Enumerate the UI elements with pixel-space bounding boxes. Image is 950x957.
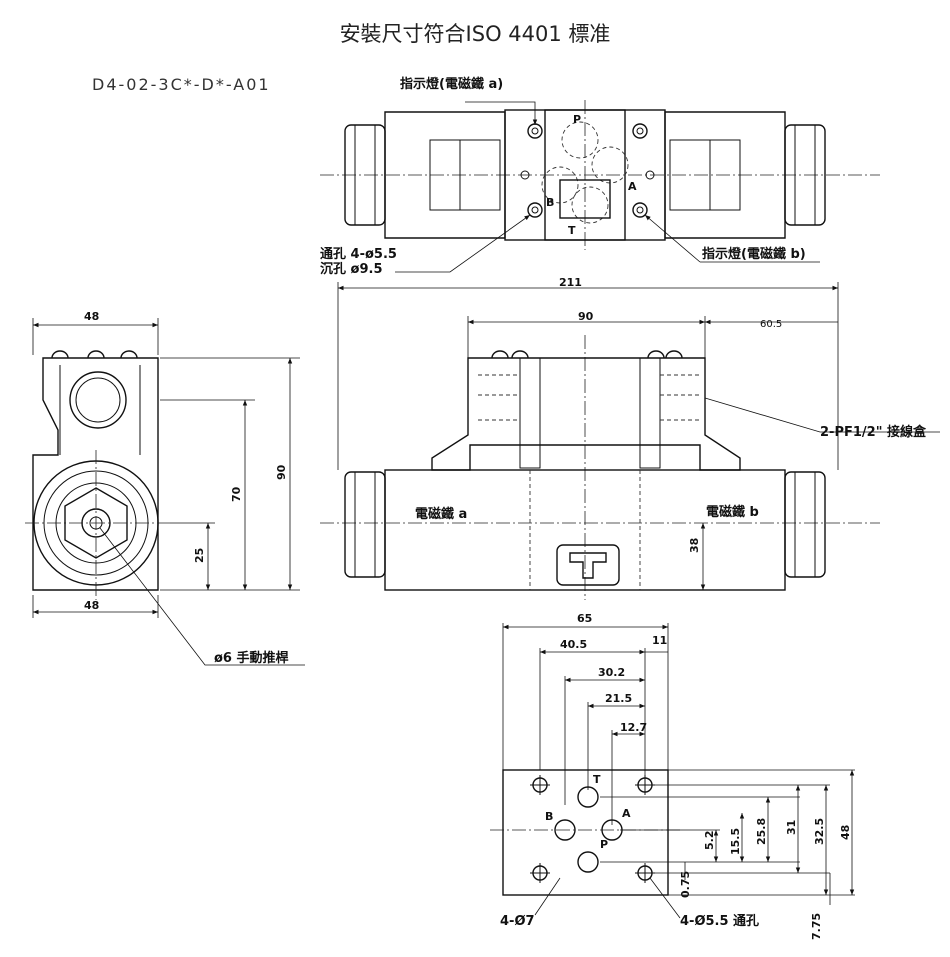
plate-port-p-label: P — [600, 838, 608, 851]
dim-25: 25 — [193, 548, 206, 563]
dim-7-75: 7.75 — [810, 913, 823, 940]
dim-60-5: 60.5 — [760, 319, 782, 330]
front-view — [320, 282, 940, 600]
dim-30-2: 30.2 — [598, 666, 625, 679]
solenoid-a-label: 電磁鐵 a — [415, 506, 467, 522]
port-b-label: B — [546, 196, 554, 209]
dim-5-2: 5.2 — [703, 831, 716, 851]
dim-90-side: 90 — [275, 464, 288, 480]
dim-21-5: 21.5 — [605, 692, 632, 705]
indicator-a-label: 指示燈(電磁鐵 a) — [400, 76, 503, 92]
dim-12-7: 12.7 — [620, 721, 647, 734]
dim-48-top: 48 — [84, 310, 99, 323]
dim-32-5: 32.5 — [813, 818, 826, 845]
manual-push-label: ø6 手動推桿 — [214, 650, 289, 666]
mounting-plate — [490, 623, 855, 919]
page-title: 安裝尺寸符合ISO 4401 標准 — [339, 22, 611, 46]
dim-211: 211 — [559, 276, 582, 289]
holes-5-5-label: 4-Ø5.5 通孔 — [680, 913, 759, 929]
dim-15-5: 15.5 — [729, 828, 742, 855]
side-view — [25, 318, 305, 666]
plate-port-a-label: A — [622, 807, 631, 820]
dim-25-8: 25.8 — [755, 818, 768, 845]
dim-38: 38 — [688, 538, 701, 553]
dim-31: 31 — [785, 820, 798, 835]
port-p-label: P — [573, 113, 581, 126]
dim-48-plate: 48 — [839, 825, 852, 840]
plate-port-t-label: T — [593, 773, 601, 786]
dim-40-5: 40.5 — [560, 638, 587, 651]
thru-hole-label: 通孔 4-ø5.5 — [320, 246, 397, 262]
dim-48-bottom: 48 — [84, 599, 99, 612]
dim-11: 11 — [652, 634, 667, 647]
dim-65: 65 — [577, 612, 592, 625]
counterbore-label: 沉孔 ø9.5 — [320, 261, 383, 277]
dim-0-75: 0.75 — [679, 871, 692, 898]
plate-port-b-label: B — [545, 810, 553, 823]
dim-70: 70 — [230, 486, 243, 502]
junction-box-label: 2-PF1/2" 接線盒 — [820, 424, 927, 440]
solenoid-b-label: 電磁鐵 b — [706, 504, 759, 520]
indicator-b-label: 指示燈(電磁鐵 b) — [702, 246, 806, 262]
top-view: P A B T — [320, 100, 880, 273]
port-a-label: A — [628, 180, 637, 193]
holes-7-label: 4-Ø7 — [500, 914, 535, 929]
port-t-label: T — [568, 224, 576, 237]
dim-90-top: 90 — [578, 310, 594, 323]
model-number: D4-02-3C*-D*-A01 — [92, 75, 271, 94]
